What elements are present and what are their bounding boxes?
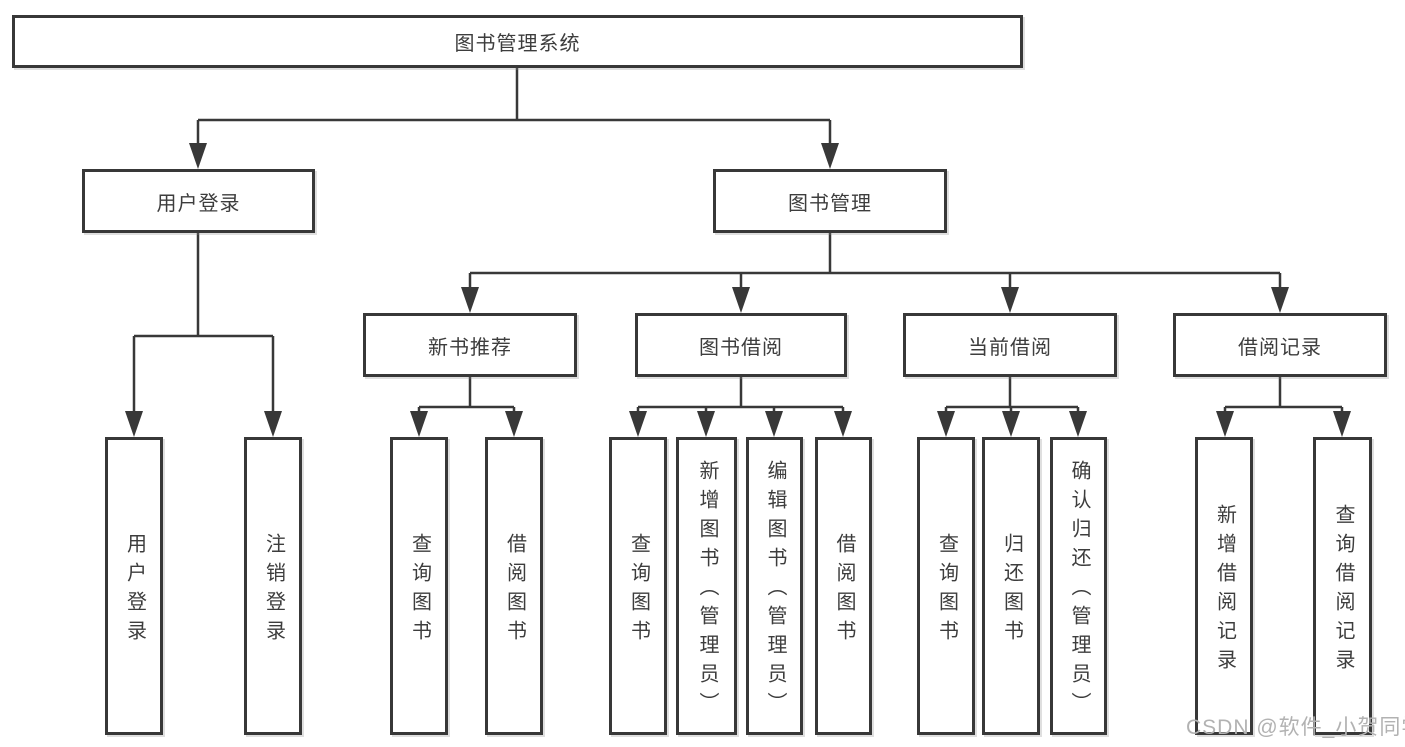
leaf-borrow-borrow-book: 借阅图书 — [815, 437, 872, 735]
node-user-login: 用户登录 — [82, 169, 315, 233]
node-library-system: 图书管理系统 — [12, 15, 1023, 68]
node-new-book-recommend: 新书推荐 — [363, 313, 577, 377]
node-book-borrow: 图书借阅 — [635, 313, 847, 377]
leaf-current-return-book: 归还图书 — [982, 437, 1040, 735]
node-book-management: 图书管理 — [713, 169, 947, 233]
leaf-recommend-query-book: 查询图书 — [390, 437, 448, 735]
leaf-user-login: 用户登录 — [105, 437, 163, 735]
leaf-current-confirm-return-admin: 确认归还（管理员） — [1050, 437, 1107, 735]
node-current-borrow: 当前借阅 — [903, 313, 1117, 377]
leaf-borrow-add-book-admin: 新增图书（管理员） — [676, 437, 737, 735]
leaf-borrow-edit-book-admin: 编辑图书（管理员） — [746, 437, 803, 735]
leaf-records-add-record: 新增借阅记录 — [1195, 437, 1253, 735]
leaf-borrow-query-book: 查询图书 — [609, 437, 667, 735]
node-borrow-records: 借阅记录 — [1173, 313, 1387, 377]
leaf-current-query-book: 查询图书 — [917, 437, 975, 735]
leaf-logout: 注销登录 — [244, 437, 302, 735]
leaf-recommend-borrow-book: 借阅图书 — [485, 437, 543, 735]
csdn-watermark: CSDN @软件_小贺同学 — [1186, 716, 1405, 739]
leaf-records-query-record: 查询借阅记录 — [1313, 437, 1372, 735]
